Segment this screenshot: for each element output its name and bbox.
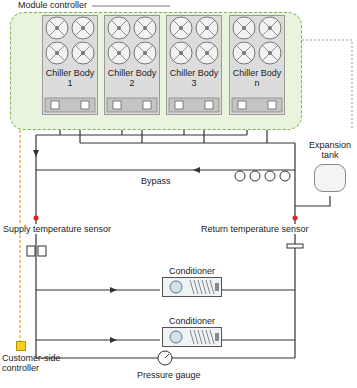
chiller-node: Chiller Body 2: [104, 15, 160, 115]
node-label: Expansion tank: [306, 140, 354, 161]
conditioner-symbol: [162, 276, 222, 298]
control-wire: [19, 130, 20, 341]
conditioner-symbol: [162, 326, 222, 348]
node-label: Chiller Body 3: [167, 16, 221, 89]
chiller-fans: [105, 16, 159, 114]
node-label: Conditioner: [150, 316, 234, 326]
node-label: Chiller Body 2: [105, 16, 159, 89]
pipe-label: Bypass: [140, 176, 172, 186]
chiller-fans: [230, 16, 284, 114]
ctrl-node: Customer-side controller: [2, 341, 82, 374]
chiller-fans: [43, 16, 97, 114]
pipe-label: Supply temperature sensor: [2, 224, 112, 234]
chiller-node: Chiller Body 1: [42, 15, 98, 115]
node-label: Module controller: [16, 0, 89, 10]
node-label: Chiller Body 1: [43, 16, 97, 89]
node-label: Customer-side controller: [2, 353, 82, 374]
tank-node: Expansion tank: [306, 140, 354, 192]
chiller-node: Chiller Body 3: [166, 15, 222, 115]
tank-shape: [314, 164, 346, 192]
pipe-label: Pressure gauge: [136, 370, 202, 380]
controller-box: [16, 341, 26, 351]
node-label: Chiller Body n: [230, 16, 284, 89]
cond-node: Conditioner: [150, 266, 234, 298]
cond-node: Conditioner: [150, 316, 234, 348]
node-label: Conditioner: [150, 266, 234, 276]
chiller-fans: [167, 16, 221, 114]
module-node: Module controllerChiller Body 1Chiller B…: [10, 0, 302, 130]
pipe-label: Return temperature sensor: [200, 224, 310, 234]
chiller-node: Chiller Body n: [229, 15, 285, 115]
